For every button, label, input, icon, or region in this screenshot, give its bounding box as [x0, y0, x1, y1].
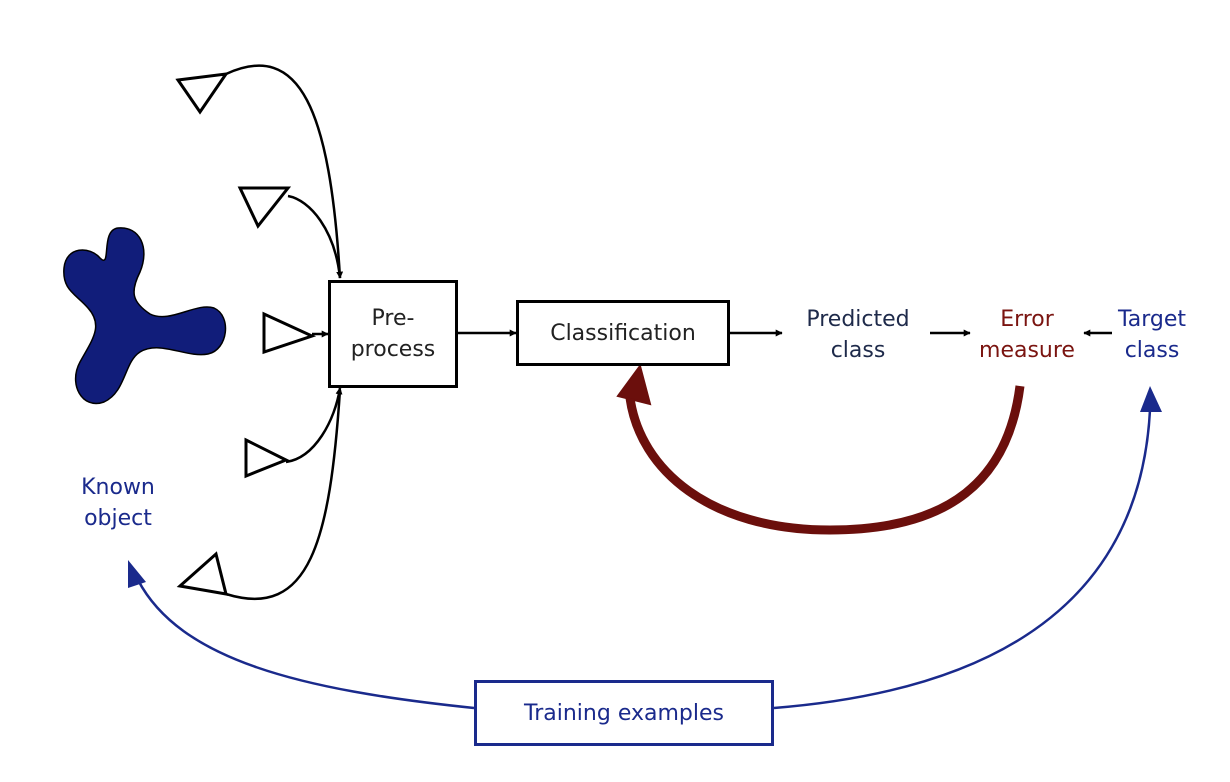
error-feedback-arc [625, 385, 1025, 535]
preprocess-label-line2: process [350, 337, 436, 362]
sensor-connection [287, 194, 342, 279]
sensor-connection [225, 64, 344, 279]
training-examples-box: Training examples [474, 680, 774, 746]
predicted-class-label: Predicted class [806, 307, 910, 363]
preprocess-label-line1: Pre- [371, 306, 415, 331]
known-object-shape [63, 227, 227, 405]
error-feedback-arrowhead [616, 363, 652, 406]
sensor-connection [225, 389, 342, 601]
training-arc-left [136, 579, 475, 710]
error-measure-label: Error measure [979, 307, 1075, 363]
training-arc-right [773, 409, 1152, 710]
sensor-icon [262, 311, 317, 355]
training-examples-label: Training examples [524, 700, 724, 726]
training-arrowhead-right [1140, 386, 1162, 412]
sensor-icon [175, 72, 230, 115]
sensor-icon [176, 551, 229, 596]
known-object-label: Known object [81, 475, 155, 531]
classification-label: Classification [550, 320, 696, 346]
sensor-icon [244, 437, 290, 479]
sensor-connection [285, 387, 343, 464]
sensor-icon [237, 186, 292, 229]
preprocess-box: Pre- process [328, 280, 458, 388]
training-arrowhead-left [128, 560, 146, 588]
target-class-label: Target class [1117, 307, 1187, 363]
classification-box: Classification [516, 300, 730, 366]
